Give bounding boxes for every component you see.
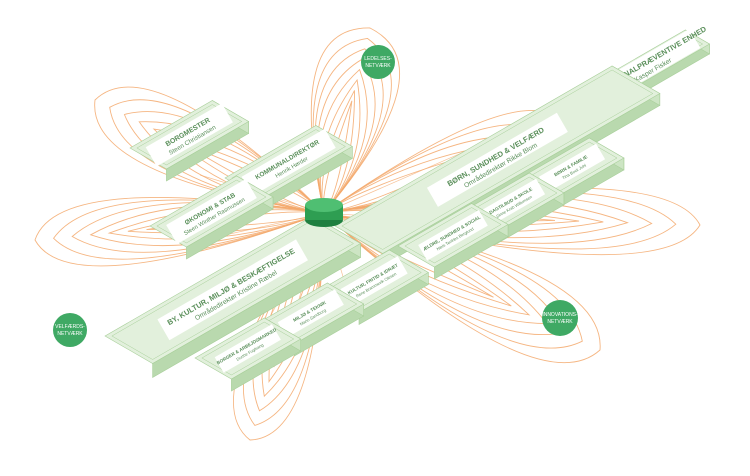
network-badge-innovations[interactable]: INNOVATIONS- NETVÆRK	[542, 300, 578, 336]
network-loop-top	[321, 90, 355, 214]
unit-born-label-panel	[426, 112, 568, 207]
network-loop-top	[310, 27, 401, 214]
unit-by_kultur-inset	[111, 219, 354, 360]
unit-borger-inset	[201, 321, 295, 376]
unit-born_familie-label-panel	[538, 143, 606, 193]
central-hub	[305, 198, 343, 227]
network-badge-ledelse-line1: LEDELSES-	[364, 56, 392, 62]
network-loop-top	[322, 100, 353, 214]
unit-by_kultur-label-panel	[157, 239, 308, 341]
unit-kultur_fritid-label-panel	[340, 256, 408, 307]
unit-borgmester-label-panel	[145, 103, 233, 167]
unit-kommunaldirektor-label-panel	[241, 128, 336, 196]
unit-aeldre-inset	[404, 207, 502, 264]
unit-born-inset	[341, 69, 654, 250]
network-badge-innovations-line1: INNOVATIONS-	[542, 312, 578, 318]
unit-miljo_teknik-label-panel	[277, 289, 344, 338]
network-badge-velfaerd[interactable]: VELFÆRDS- NETVÆRK	[53, 313, 87, 347]
unit-by_kultur[interactable]: BY, KULTUR, MILJØ & BESKÆFTIGELSEOmråded…	[104, 215, 362, 379]
unit-okonomi-label-panel	[166, 178, 257, 245]
network-badge-innovations-line2: NETVÆRK	[547, 319, 573, 325]
unit-aeldre-label-panel	[418, 210, 488, 261]
unit-borger-label-panel	[214, 324, 281, 373]
network-badge-velfaerd-line2: NETVÆRK	[57, 331, 83, 337]
network-loop-top	[312, 37, 392, 214]
network-badge-velfaerd-line1: VELFÆRDS-	[55, 324, 85, 330]
network-loop-left	[34, 196, 325, 267]
unit-dagtilbud-label-panel	[478, 178, 546, 228]
network-badge-ledelse-line2: NETVÆRK	[365, 63, 391, 69]
network-badge-ledelse[interactable]: LEDELSES- NETVÆRK	[361, 45, 395, 79]
network-loop-left	[127, 209, 325, 234]
